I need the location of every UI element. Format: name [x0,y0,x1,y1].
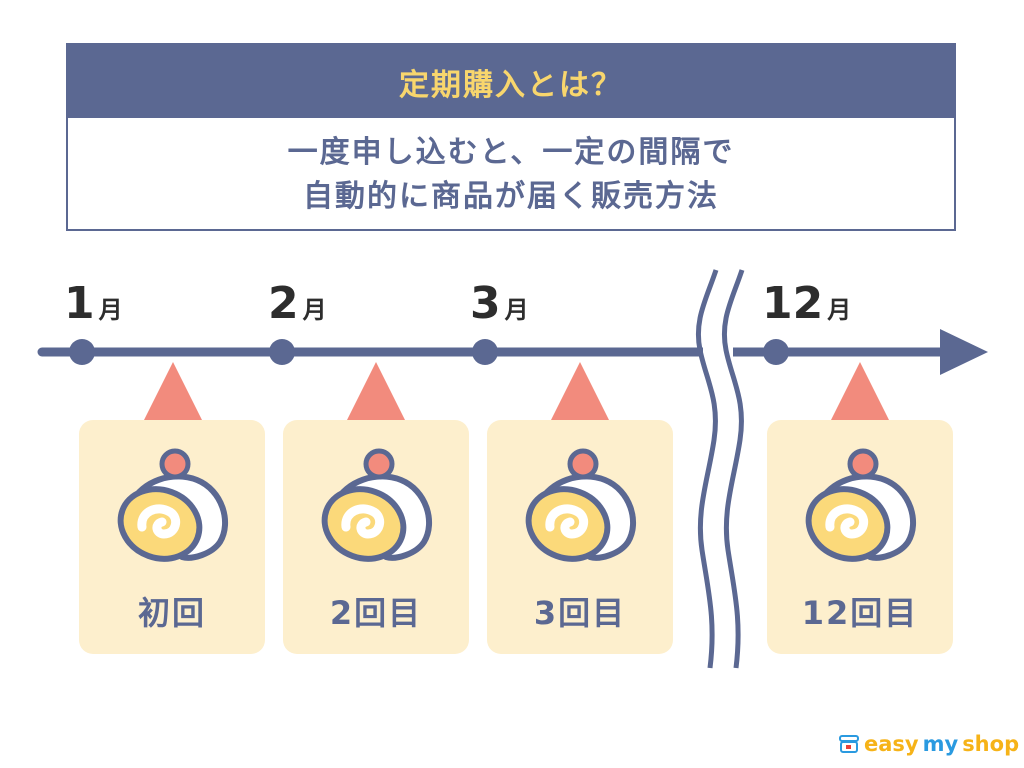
delivery-card-1: 初回 [79,420,265,654]
pointer-3 [551,362,609,420]
delivery-card-12: 12回目 [767,420,953,654]
delivery-label: 初回 [137,594,206,632]
roll-cake-icon [525,448,637,562]
logo-text-shop: shop [962,732,1020,756]
delivery-label: 3回目 [533,594,627,632]
delivery-label: 2回目 [329,594,423,632]
title-bar: 定期購入とは？ [68,45,954,118]
page-title: 定期購入とは？ [399,67,623,103]
break-line-right [721,269,745,669]
roll-cake-icon [117,448,229,562]
definition-box: 定期購入とは？ 一度申し込むと、一定の間隔で 自動的に商品が届く販売方法 [66,43,956,231]
delivery-card-2: 2回目 [283,420,469,654]
timeline-dot-3 [472,339,498,365]
pointer-1 [144,362,202,420]
timeline-dot-12 [763,339,789,365]
definition-line-1: 一度申し込むと、一定の間隔で [287,134,735,170]
brand-logo: easy my shop [838,732,1019,756]
roll-cake-icon [321,448,433,562]
pointer-2 [347,362,405,420]
delivery-card-3: 3回目 [487,420,673,654]
break-line-left [695,269,719,669]
definition-text: 一度申し込むと、一定の間隔で 自動的に商品が届く販売方法 [68,118,954,231]
pointer-12 [831,362,889,420]
timeline-dot-1 [69,339,95,365]
definition-line-2: 自動的に商品が届く販売方法 [303,178,719,214]
roll-cake-icon [805,448,917,562]
arrow-head-icon [940,329,988,375]
logo-text-my: my [922,732,959,756]
delivery-label: 12回目 [801,594,919,632]
logo-text-easy: easy [864,732,919,756]
timeline-dot-2 [269,339,295,365]
shop-icon [839,735,859,753]
